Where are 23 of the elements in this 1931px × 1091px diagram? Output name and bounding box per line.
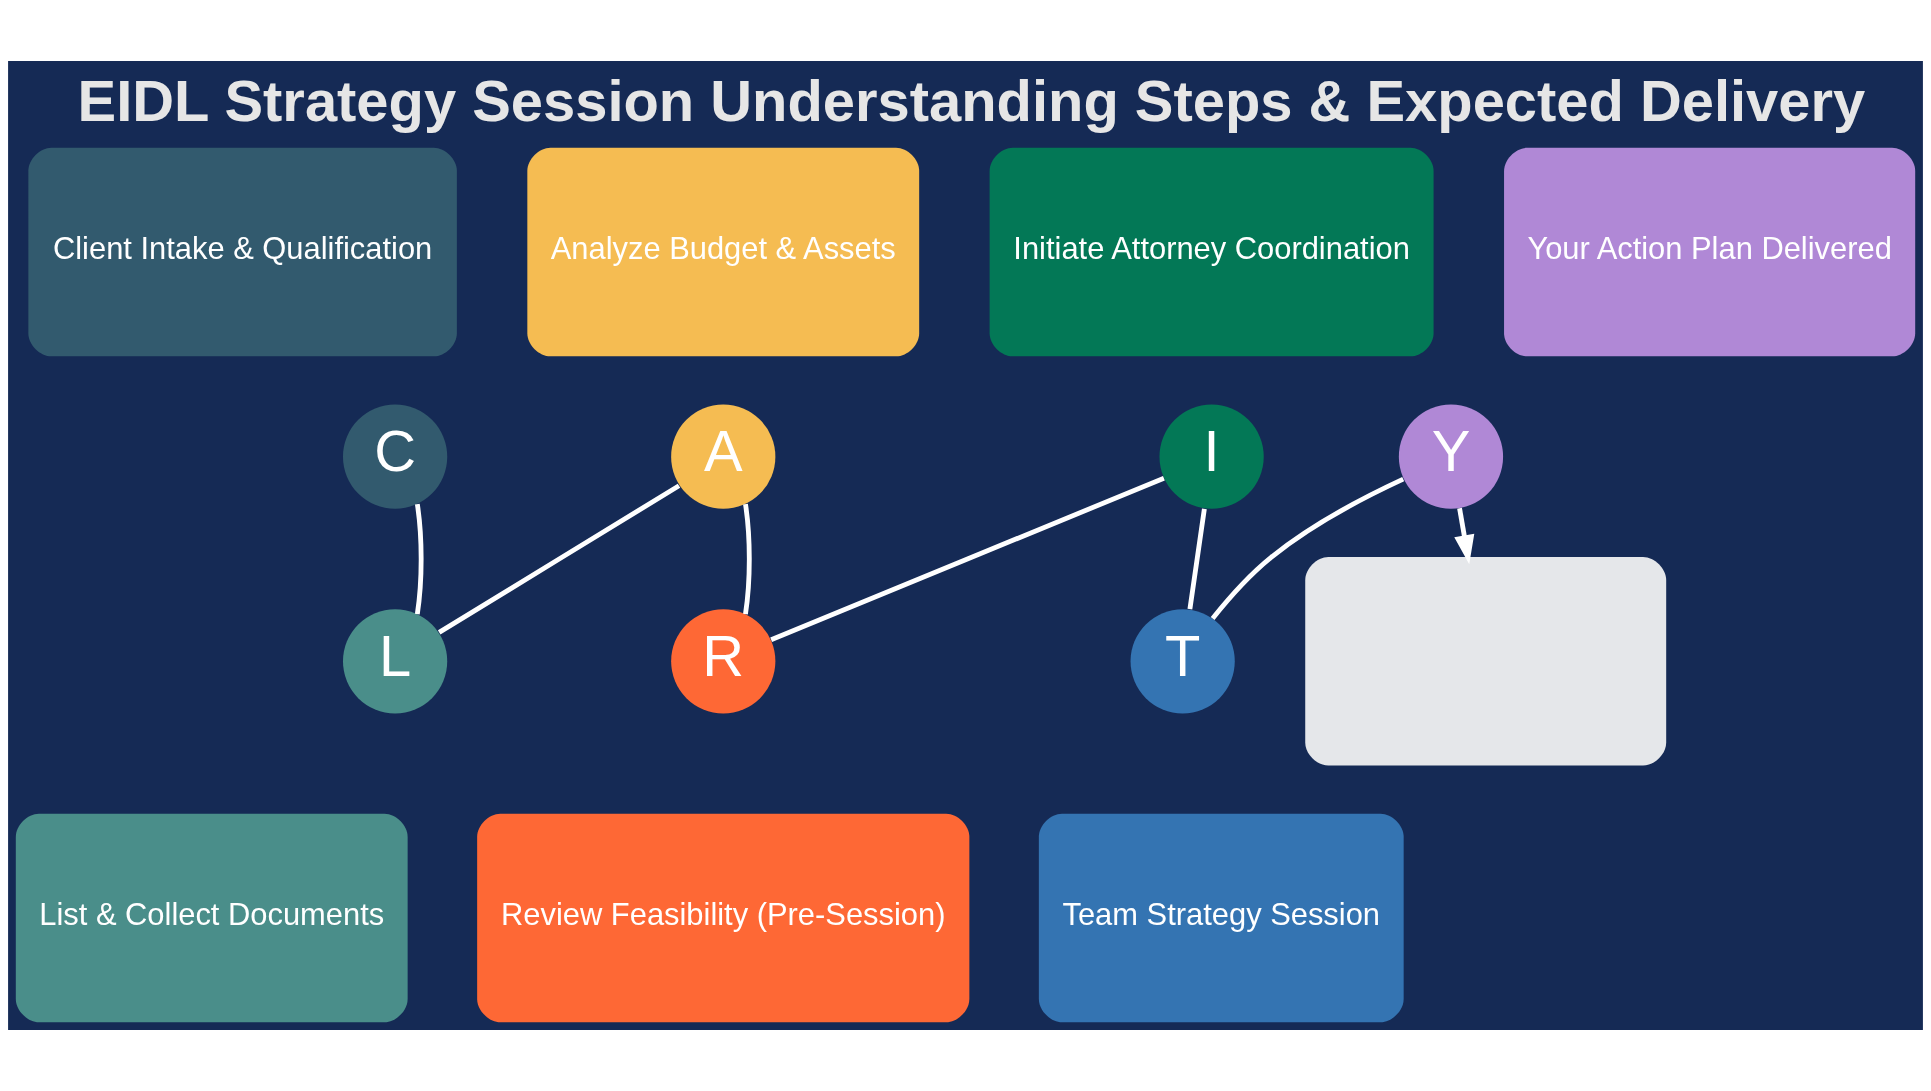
node-box: Client Intake & Qualification: [28, 147, 457, 357]
node-circle: A: [671, 404, 776, 509]
node-box: Initiate Attorney Coordination: [989, 147, 1434, 357]
node-box: Analyze Budget & Assets: [527, 147, 920, 357]
node-box: Team Strategy Session: [1038, 813, 1404, 1023]
node-circle: T: [1130, 609, 1235, 714]
node-box: List & Collect Documents: [15, 813, 408, 1023]
diagram-title: EIDL Strategy Session Understanding Steps & Expected Delivery: [77, 68, 1866, 133]
arrow: [1454, 507, 1475, 565]
connector: [743, 503, 752, 615]
connector: [437, 483, 681, 635]
node-circle: C: [343, 404, 448, 509]
connector: [770, 476, 1165, 642]
connector: [414, 503, 424, 615]
node-circle: Y: [1398, 404, 1504, 509]
node-circle: I: [1159, 404, 1264, 509]
node-box: [1305, 557, 1667, 766]
node-circle: R: [671, 609, 776, 714]
node-circle: L: [343, 609, 448, 714]
node-box: Your Action Plan Delivered: [1504, 147, 1916, 357]
node-box: Review Feasibility (Pre-Session): [477, 813, 970, 1023]
connector: [1210, 476, 1405, 620]
connector: [1187, 508, 1207, 610]
